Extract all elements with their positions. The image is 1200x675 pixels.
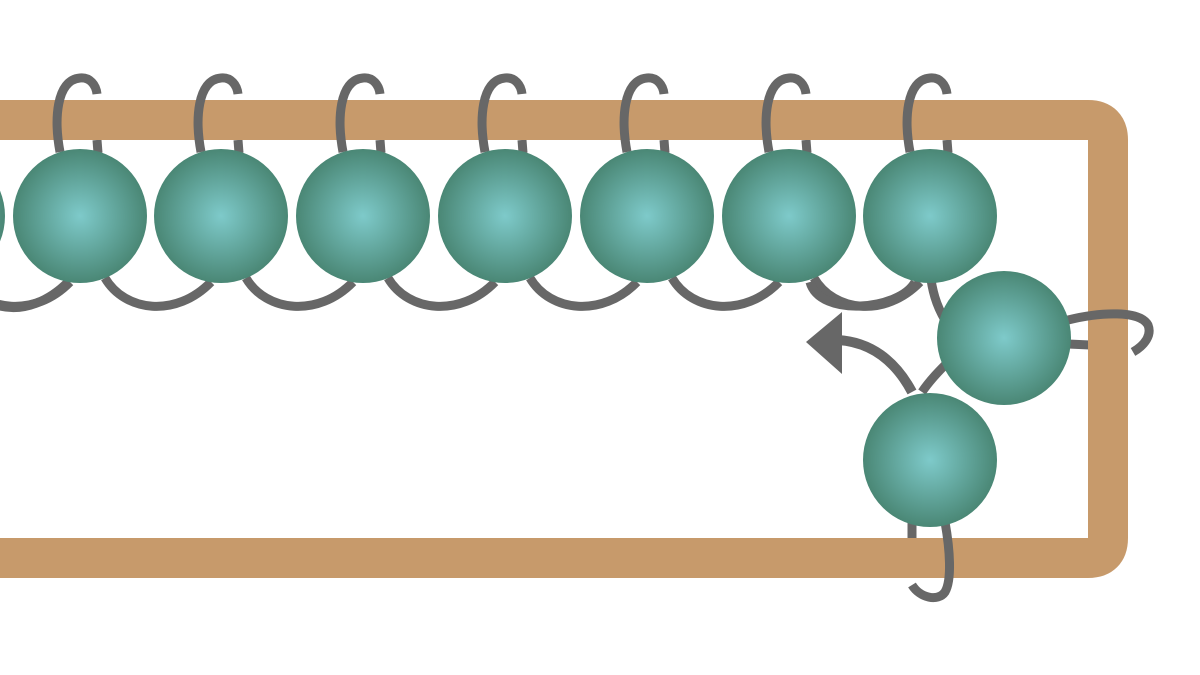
direction-arrow-icon <box>806 312 917 395</box>
thread-hook <box>761 73 811 153</box>
bead <box>13 149 147 283</box>
thread-stub <box>92 139 103 154</box>
thread-stub <box>942 139 953 154</box>
thread-hook <box>193 73 243 153</box>
thread-hook <box>477 73 527 153</box>
thread-connector <box>668 275 783 311</box>
thread-hook <box>902 73 952 153</box>
thread-connector <box>805 279 919 311</box>
thread-connector <box>242 275 357 311</box>
thread-hook <box>52 73 102 153</box>
thread-hook <box>335 73 385 153</box>
thread-front-segments <box>52 73 1154 603</box>
thread-stub <box>375 139 386 154</box>
bead <box>937 271 1071 405</box>
bead <box>580 149 714 283</box>
bead <box>863 149 997 283</box>
bead <box>863 393 997 527</box>
thread-stub <box>233 139 244 154</box>
beads <box>0 149 1071 527</box>
thread-stub <box>659 139 670 154</box>
thread-bottom-loop <box>908 521 955 603</box>
bead <box>296 149 430 283</box>
bead <box>438 149 572 283</box>
thread-stub <box>1067 339 1091 350</box>
thread-hook <box>619 73 669 153</box>
thread-connector <box>101 275 215 311</box>
bead <box>0 190 5 242</box>
thread-stub <box>801 139 812 154</box>
frame-bar <box>0 100 1128 578</box>
thread-connector <box>526 275 641 311</box>
thread-side-loop <box>1066 309 1154 356</box>
thread-connector <box>384 275 499 311</box>
thread-stub <box>517 139 528 154</box>
bead <box>722 149 856 283</box>
thread-connector <box>0 278 72 312</box>
bead <box>154 149 288 283</box>
